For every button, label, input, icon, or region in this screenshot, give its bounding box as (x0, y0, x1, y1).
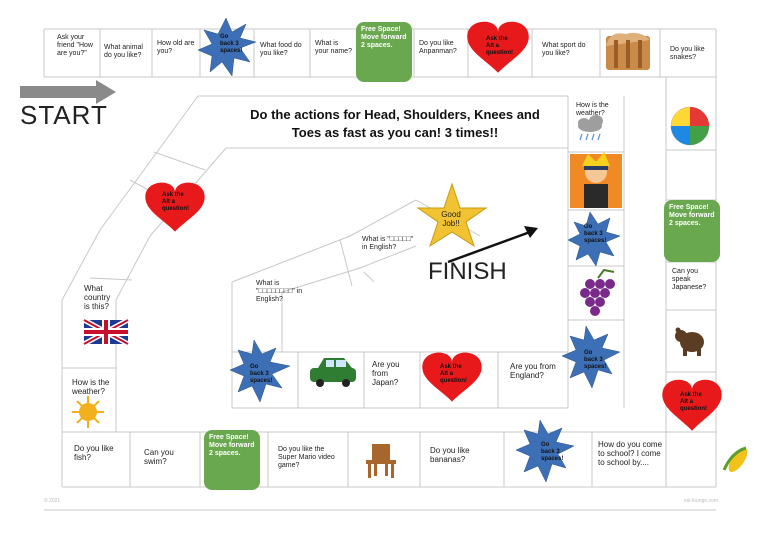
space-come-to-school: How do you come to school? I come to sch… (598, 440, 663, 467)
footer-right: esl-lounge.com (684, 498, 718, 504)
space-can-swim: Can you swim? (144, 448, 174, 466)
space-left-weather: How is the weather? (72, 378, 110, 396)
space-from-england: Are you from England? (510, 362, 556, 380)
start-label: START (20, 100, 108, 130)
chair-icon (366, 444, 396, 478)
go-back-text-2: Go back 3 spaces! (584, 224, 607, 244)
ask-alt-text-4: Ask the Alt a question! (680, 392, 707, 412)
space-your-name: What is your name? (315, 40, 352, 55)
grapes-icon (580, 268, 615, 316)
ninja-character-icon (570, 152, 622, 208)
space-anpanman: Do you like Anpanman? (419, 40, 457, 55)
footer-left: © 2021 (44, 498, 61, 504)
space-what-sport: What sport do you like? (542, 42, 586, 57)
space-super-mario: Do you like the Super Mario video game? (278, 446, 335, 469)
go-back-text-1: Go back 3 spaces! (220, 34, 243, 54)
instruction-text: Do the actions for Head, Shoulders, Knee… (250, 107, 540, 140)
go-back-star-right (567, 211, 621, 267)
go-back-text-3: Go back 3 spaces! (584, 350, 607, 370)
free-space-bottom: Free Space! Move forward 2 spaces. (204, 430, 260, 490)
ask-alt-text-1: Ask the Alt a question! (486, 36, 513, 56)
uk-flag-icon (82, 317, 130, 347)
space-what-is-2: What is "□□□□□□□□" in English? (256, 280, 303, 303)
bear-icon (675, 327, 704, 356)
finish-label: FINISH (428, 258, 507, 285)
go-back-star-bottom (515, 419, 575, 483)
go-back-star-inner-right (561, 325, 621, 389)
sun-icon (72, 396, 104, 428)
go-back-text-5: Go back 3 spaces! (541, 442, 564, 462)
space-inner-weather: How is the weather? (576, 102, 609, 117)
bread-icon (606, 32, 650, 70)
good-job-star (416, 182, 488, 248)
space-from-japan: Are you from Japan? (372, 360, 400, 387)
ask-alt-text-2: Ask the Alt a question! (162, 192, 189, 212)
space-ask-friend: Ask your friend "How are you?" (57, 34, 93, 57)
space-what-country: What country is this? (84, 284, 111, 311)
corn-icon (722, 446, 748, 472)
space-how-old: How old are you? (157, 40, 195, 55)
space-like-fish: Do you like fish? (74, 444, 114, 462)
space-snakes: Do you like snakes? (670, 46, 705, 61)
go-back-star-top (197, 17, 257, 77)
free-space-top: Free Space! Move forward 2 spaces. (356, 22, 412, 82)
beach-ball-icon (670, 106, 710, 146)
good-job-text: Good Job!! (441, 210, 461, 228)
go-back-star-inner-bottom (229, 339, 291, 403)
start-arrow-icon (20, 80, 116, 104)
space-speak-japanese: Can you speak Japanese? (672, 268, 707, 291)
space-what-animal: What animal do you like? (104, 44, 143, 59)
go-back-text-4: Go back 3 spaces! (250, 364, 273, 384)
free-space-right: Free Space! Move forward 2 spaces. (664, 200, 720, 262)
rain-cloud-icon (578, 115, 603, 141)
space-what-food: What food do you like? (260, 42, 302, 57)
ask-alt-text-3: Ask the Alt a question! (440, 364, 467, 384)
car-icon (310, 358, 356, 387)
space-bananas: Do you like bananas? (430, 446, 470, 464)
finish-arrow-icon (447, 226, 538, 264)
space-what-is-1: What is "□□□□□" in English? (362, 236, 414, 251)
